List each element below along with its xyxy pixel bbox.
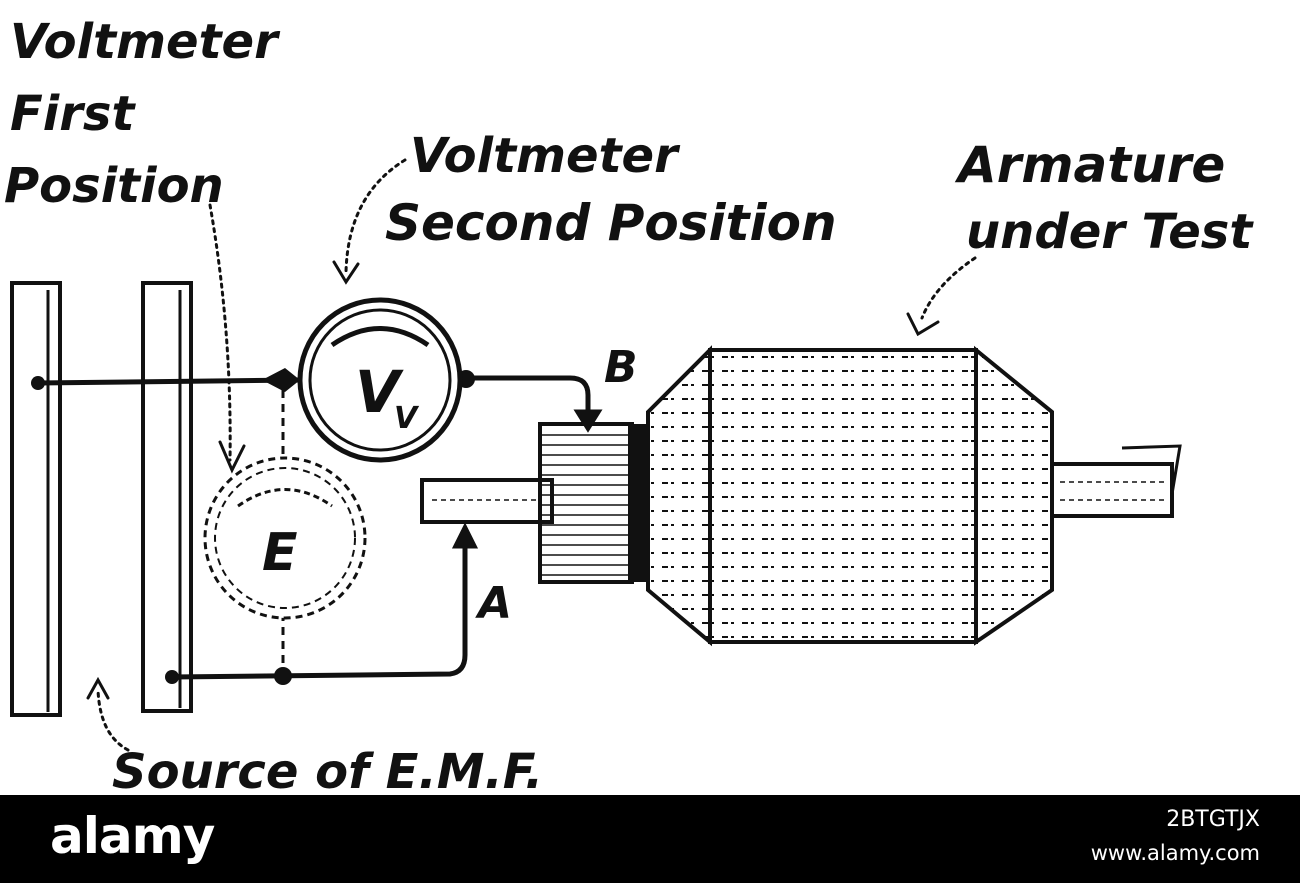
commutator: [538, 422, 648, 584]
armature-core: [646, 345, 1054, 647]
label-voltmeter-first-3: Position: [4, 158, 224, 214]
label-armature-2: under Test: [966, 204, 1254, 260]
label-voltmeter-first-2: First: [10, 86, 136, 142]
wire-top: [35, 377, 305, 386]
label-voltmeter-first-1: Voltmeter: [10, 14, 281, 70]
armature-shaft: [420, 444, 1182, 524]
alamy-logo: alamy: [50, 807, 215, 865]
voltmeter-v-subscript: V: [394, 401, 420, 436]
label-point-b: B: [604, 342, 638, 393]
voltmeter-v-label: V: [355, 358, 404, 426]
image-id: 2BTGTJX: [1166, 807, 1260, 832]
site-url: www.alamy.com: [1090, 841, 1260, 865]
wire-to-b: [462, 375, 591, 421]
wiring: [35, 375, 603, 680]
voltmeter-v: V V: [297, 297, 463, 463]
label-voltmeter-second-2: Second Position: [385, 194, 837, 252]
label-armature-1: Armature: [954, 136, 1225, 194]
emf-plate-right: [141, 281, 193, 713]
diagram: V V E Voltmeter First: [4, 14, 1255, 800]
label-point-a: A: [475, 578, 512, 629]
emf-source: [10, 281, 193, 717]
label-voltmeter-second-1: Voltmeter: [410, 128, 681, 184]
emf-plate-left: [10, 281, 62, 717]
voltmeter-e-label: E: [262, 523, 298, 583]
wire-bottom: [169, 537, 468, 680]
voltmeter-e: E: [203, 456, 367, 620]
watermark-footer: alamy 2BTGTJX www.alamy.com: [0, 795, 1300, 883]
diagram-canvas: V V E Voltmeter First: [4, 14, 1254, 800]
label-source-emf: Source of E.M.F.: [112, 744, 543, 795]
